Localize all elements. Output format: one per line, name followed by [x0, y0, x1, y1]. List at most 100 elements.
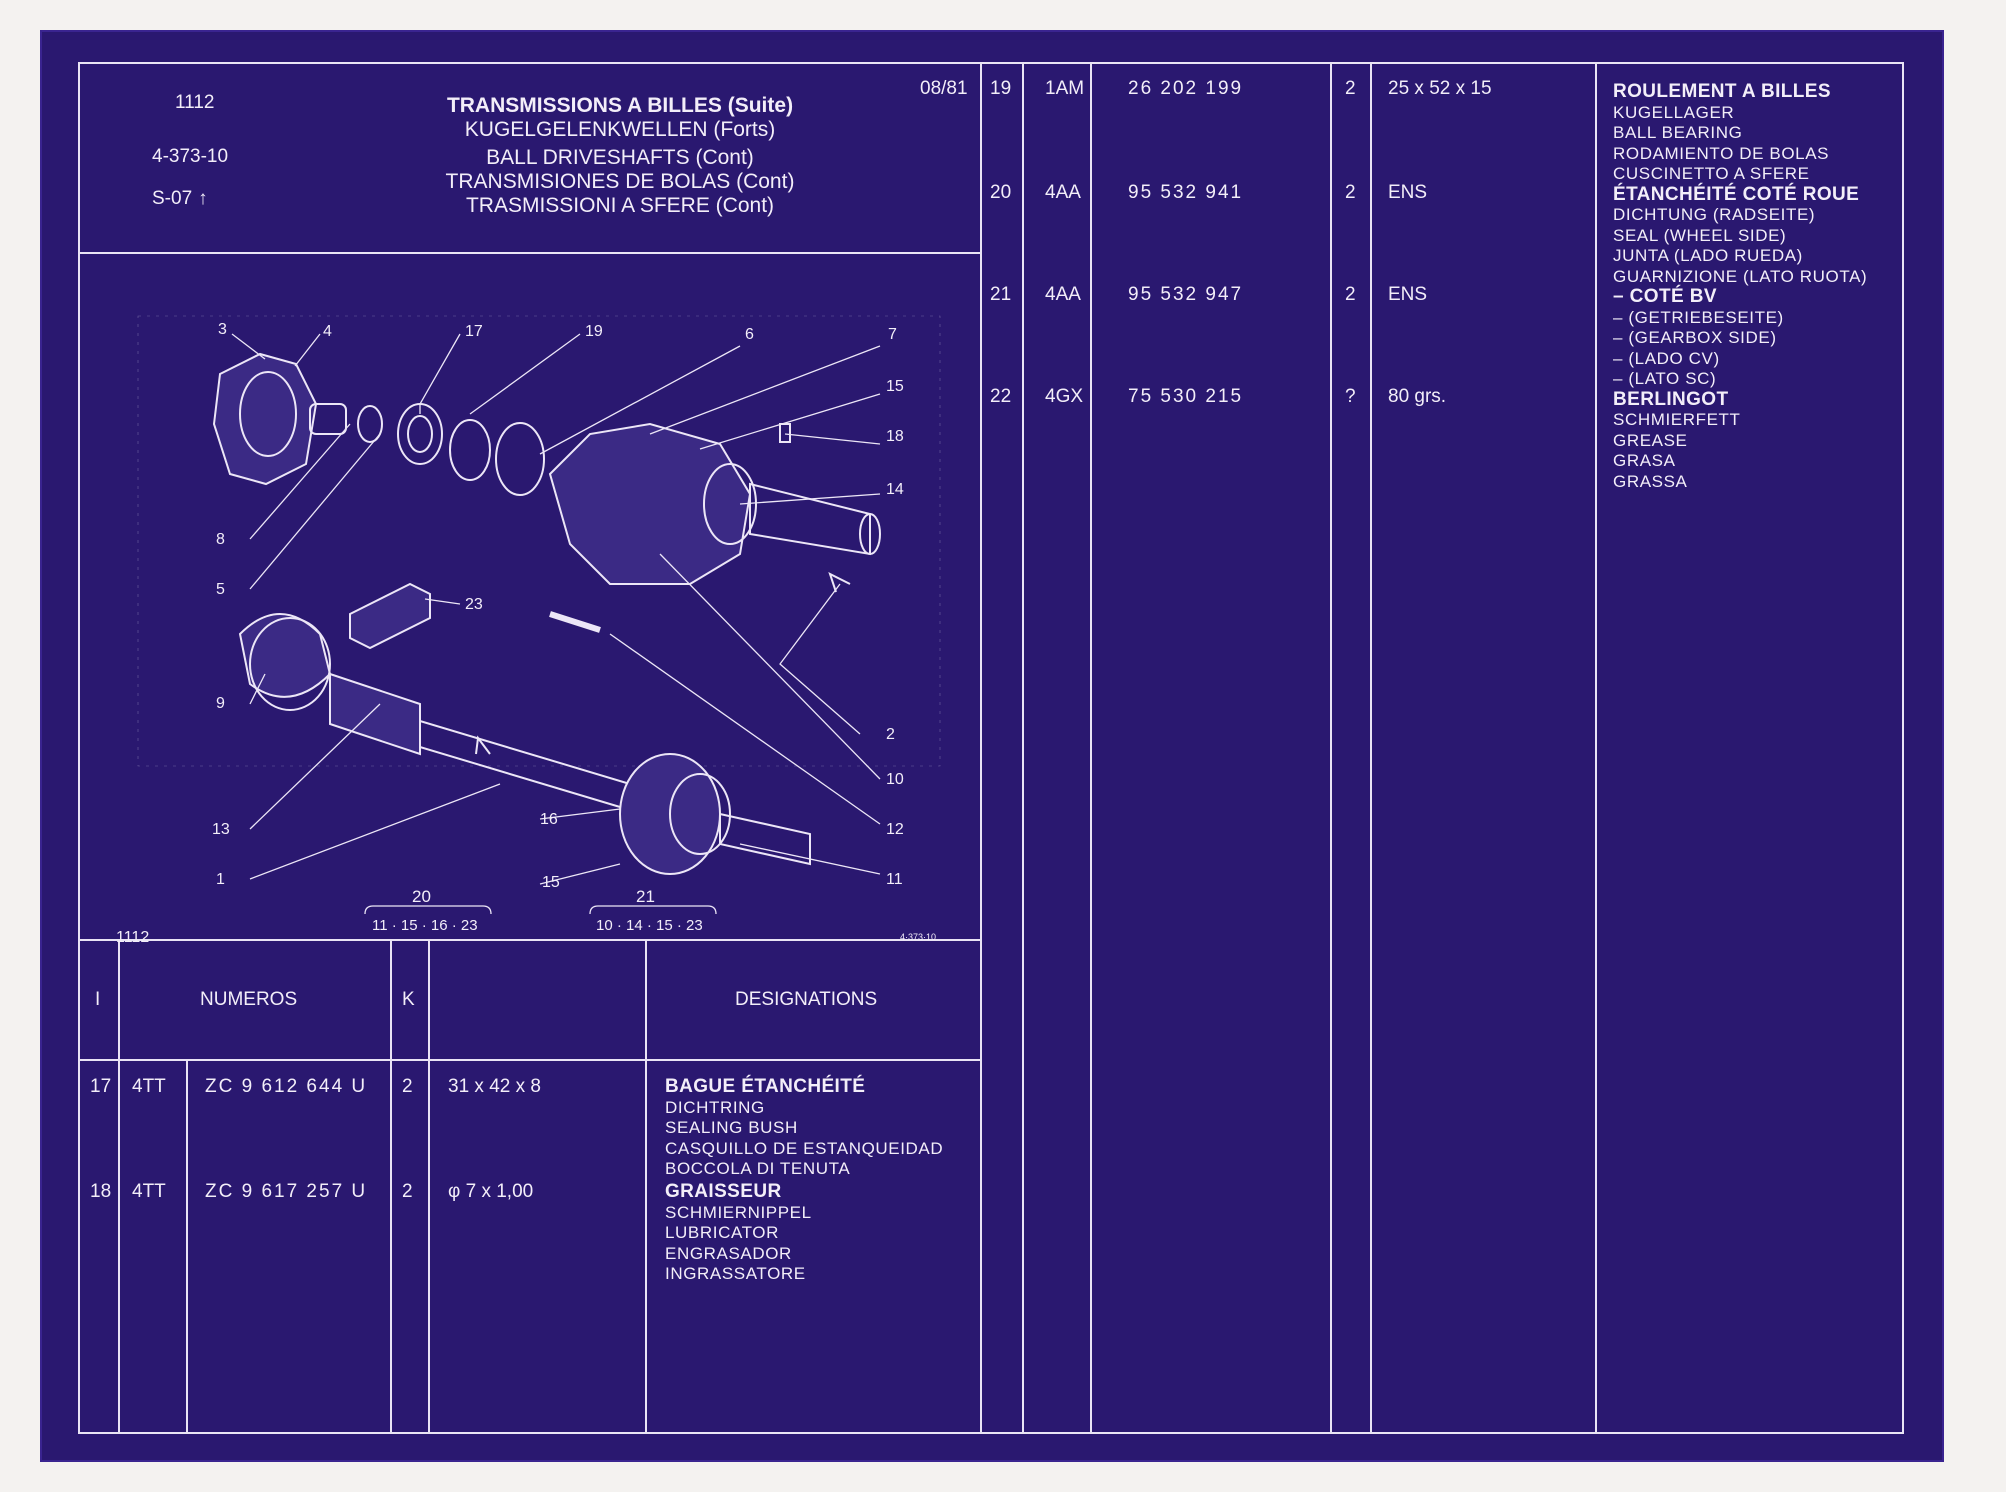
- row22-k: ?: [1345, 386, 1356, 407]
- callout-8: 8: [216, 531, 225, 548]
- row20-dim: ENS: [1388, 182, 1428, 203]
- row18-i: 18: [90, 1181, 112, 1202]
- group-20-id: 20: [412, 887, 431, 906]
- row19-i: 19: [990, 78, 1012, 99]
- callout-3: 3: [218, 321, 227, 338]
- row21-k: 2: [1345, 284, 1356, 305]
- row19-code: 1AM: [1045, 78, 1085, 99]
- row21-ref: 95 532 947: [1128, 284, 1244, 305]
- row18-desig-it: INGRASSATORE: [665, 1264, 806, 1283]
- row18-dim: φ 7 x 1,00: [448, 1181, 534, 1202]
- row18-code: 4TT: [132, 1181, 166, 1202]
- callout-13: 13: [212, 821, 230, 838]
- right-designation-line: GRASA: [1613, 451, 1676, 470]
- diagram-label-left: 1112: [116, 929, 149, 944]
- row17-desig-fr: BAGUE ÉTANCHÉITÉ: [665, 1076, 866, 1097]
- row18-ref: ZC 9 617 257 U: [205, 1181, 368, 1202]
- row20-k: 2: [1345, 182, 1356, 203]
- row18-designation: GRAISSEUR SCHMIERNIPPEL LUBRICATOR ENGRA…: [665, 1181, 812, 1285]
- right-designation-line: JUNTA (LADO RUEDA): [1613, 246, 1803, 265]
- right-designation-line: GREASE: [1613, 430, 1688, 450]
- header-code-1: 1112: [175, 92, 215, 113]
- group-20-members: 11 · 15 · 16 · 23: [372, 917, 478, 934]
- right-designation-line: RODAMIENTO DE BOLAS: [1613, 143, 1830, 163]
- th-k: K: [402, 989, 415, 1010]
- divider-col-k: [1370, 64, 1372, 1432]
- callout-16: 16: [540, 811, 558, 828]
- row21-dim: ENS: [1388, 284, 1428, 305]
- callout-6: 6: [745, 326, 754, 343]
- callout-23: 23: [465, 596, 483, 613]
- group-21-members: 10 · 14 · 15 · 23: [596, 917, 703, 934]
- group-21-id: 21: [636, 887, 655, 906]
- callout-4: 4: [323, 323, 332, 340]
- row17-ref: ZC 9 612 644 U: [205, 1076, 368, 1097]
- header-date: 08/81: [920, 78, 968, 99]
- callout-15a: 15: [886, 378, 904, 395]
- right-designation-line: BERLINGOT: [1613, 388, 1729, 410]
- divider-left-col-dim: [645, 939, 647, 1432]
- title-en: BALL DRIVESHAFTS (Cont): [486, 146, 754, 169]
- divider-left-col-code: [186, 1059, 188, 1432]
- row17-k: 2: [402, 1076, 413, 1097]
- row18-desig-en: LUBRICATOR: [665, 1223, 780, 1242]
- row22-dim: 80 grs.: [1388, 386, 1447, 407]
- right-designation-line: DICHTUNG (RADSEITE): [1613, 205, 1816, 224]
- header-code-2: 4-373-10: [152, 146, 229, 167]
- title-es: TRANSMISIONES DE BOLAS (Cont): [445, 170, 795, 193]
- callout-17: 17: [465, 323, 483, 340]
- title-de: KUGELGELENKWELLEN (Forts): [464, 118, 776, 141]
- callout-1: 1: [216, 871, 225, 888]
- divider-col-code: [1090, 64, 1092, 1432]
- right-designation-line: – (GEARBOX SIDE): [1613, 328, 1777, 347]
- callout-19: 19: [585, 323, 603, 340]
- th-numeros: NUMEROS: [200, 989, 298, 1010]
- callout-18: 18: [886, 428, 904, 445]
- row21-i: 21: [990, 284, 1012, 305]
- row22-code: 4GX: [1045, 386, 1084, 407]
- right-designation-line: ROULEMENT A BILLES: [1613, 81, 1831, 102]
- th-designations: DESIGNATIONS: [735, 989, 878, 1010]
- row18-desig-fr: GRAISSEUR: [665, 1181, 782, 1202]
- right-designation-line: – (LADO CV): [1613, 348, 1720, 368]
- callout-10: 10: [886, 771, 904, 788]
- row22-ref: 75 530 215: [1128, 386, 1244, 407]
- header-code-3: S-07↑: [152, 188, 208, 209]
- right-designation-line: KUGELLAGER: [1613, 102, 1735, 122]
- row17-designation: BAGUE ÉTANCHÉITÉ DICHTRING SEALING BUSH …: [665, 1076, 943, 1180]
- row20-i: 20: [990, 182, 1012, 203]
- divider-col-i: [1022, 64, 1024, 1432]
- right-designation-line: – COTÉ BV: [1613, 286, 1717, 307]
- driveshaft-exploded-diagram: 3 4 17 19 6 7 15 18 14 8 5 23 9 2 10 13 …: [116, 315, 941, 944]
- title-fr: TRANSMISSIONS A BILLES (Suite): [446, 94, 794, 117]
- row20-ref: 95 532 941: [1128, 182, 1244, 203]
- row18-k: 2: [402, 1181, 413, 1202]
- row17-i: 17: [90, 1076, 112, 1097]
- row19-k: 2: [1345, 78, 1356, 99]
- diagram-label-right: 4·373·10: [900, 932, 936, 942]
- divider-left-col-i: [118, 939, 120, 1432]
- divider-left-col-k: [428, 939, 430, 1432]
- callout-7: 7: [888, 326, 897, 343]
- right-designation-line: SCHMIERFETT: [1613, 410, 1741, 429]
- divider-diagram: [80, 939, 980, 941]
- row17-code: 4TT: [132, 1076, 166, 1097]
- right-designation-line: CUSCINETTO A SFERE: [1613, 164, 1810, 183]
- table-frame: 1112 4-373-10 S-07↑ 08/81 TRANSMISSIONS …: [78, 62, 1904, 1434]
- row21-code: 4AA: [1045, 284, 1081, 305]
- divider-header: [80, 252, 980, 254]
- blueprint-sheet: 1112 4-373-10 S-07↑ 08/81 TRANSMISSIONS …: [40, 30, 1944, 1462]
- row22-i: 22: [990, 386, 1012, 407]
- row20-code: 4AA: [1045, 182, 1081, 203]
- row17-desig-en: SEALING BUSH: [665, 1118, 798, 1137]
- divider-col-ref: [1330, 64, 1332, 1432]
- right-designation-line: BALL BEARING: [1613, 123, 1743, 142]
- row19-ref: 26 202 199: [1128, 78, 1244, 99]
- divider-left-col-ref: [390, 939, 392, 1432]
- title-it: TRASMISSIONI A SFERE (Cont): [465, 194, 775, 217]
- callout-15b: 15: [542, 874, 560, 891]
- right-designation-line: – (LATO SC): [1613, 369, 1717, 388]
- right-designation-line: ÉTANCHÉITÉ COTÉ ROUE: [1613, 183, 1860, 205]
